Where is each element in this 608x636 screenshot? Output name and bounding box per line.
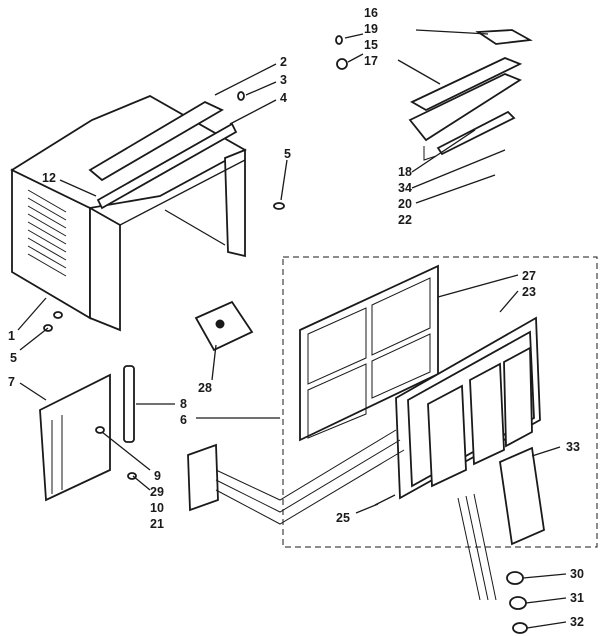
access-door-part-33 — [499, 446, 545, 546]
label-30: 30 — [570, 567, 584, 581]
label-1: 1 — [8, 329, 15, 343]
label-18: 18 — [398, 165, 412, 179]
front-panel-part-23 — [395, 316, 541, 500]
label-16: 16 — [364, 6, 378, 20]
label-32: 32 — [570, 615, 584, 629]
label-31: 31 — [570, 591, 584, 605]
label-21: 21 — [150, 517, 164, 531]
part-number-labels: 16 19 15 17 2 3 4 5 12 18 34 20 22 27 23… — [8, 6, 584, 629]
label-12: 12 — [42, 171, 56, 185]
label-8: 8 — [180, 397, 187, 411]
screw-part-3 — [237, 91, 245, 101]
leader-lines — [17, 29, 567, 629]
label-7: 7 — [8, 375, 15, 389]
mounting-bracket-part-19 — [475, 29, 533, 45]
label-5-left: 5 — [10, 351, 17, 365]
cabinet-grille-louvers — [27, 189, 67, 277]
grommet-part-15 — [336, 58, 348, 70]
label-6: 6 — [180, 413, 187, 427]
louver-assembly — [408, 73, 522, 142]
label-5-top: 5 — [284, 147, 291, 161]
front-panel-group-box — [282, 256, 598, 548]
label-23: 23 — [522, 285, 536, 299]
label-2: 2 — [280, 55, 287, 69]
screw-part-9 — [95, 426, 105, 434]
pin-part-25 — [374, 494, 396, 506]
label-10: 10 — [150, 501, 164, 515]
side-rod-part-8 — [123, 365, 135, 443]
label-17: 17 — [364, 54, 378, 68]
label-25: 25 — [336, 511, 350, 525]
screw-part-5 — [273, 202, 285, 210]
label-29: 29 — [150, 485, 164, 499]
cabinet-wrapper — [10, 95, 247, 332]
label-20: 20 — [398, 197, 412, 211]
screw-part-1 — [53, 311, 63, 319]
top-rail-part-4 — [96, 122, 238, 210]
knob-part-30 — [506, 571, 524, 585]
side-curtain-part-7 — [39, 373, 111, 502]
label-19: 19 — [364, 22, 378, 36]
knob-part-31 — [509, 596, 527, 610]
rod-part-18 — [436, 110, 516, 156]
louver-bar-part-17 — [410, 57, 523, 112]
screw-part-16 — [335, 35, 343, 45]
label-9: 9 — [154, 469, 161, 483]
top-channel-part-2 — [88, 100, 224, 182]
label-34: 34 — [398, 181, 412, 195]
bracket-part-6 — [187, 443, 219, 512]
label-27: 27 — [522, 269, 536, 283]
label-28: 28 — [198, 381, 212, 395]
shaft-routing-lines — [215, 429, 497, 601]
label-3: 3 — [280, 73, 287, 87]
label-22: 22 — [398, 213, 412, 227]
label-15: 15 — [364, 38, 378, 52]
knob-part-32 — [512, 622, 528, 634]
label-33: 33 — [566, 440, 580, 454]
label-4: 4 — [280, 91, 287, 105]
